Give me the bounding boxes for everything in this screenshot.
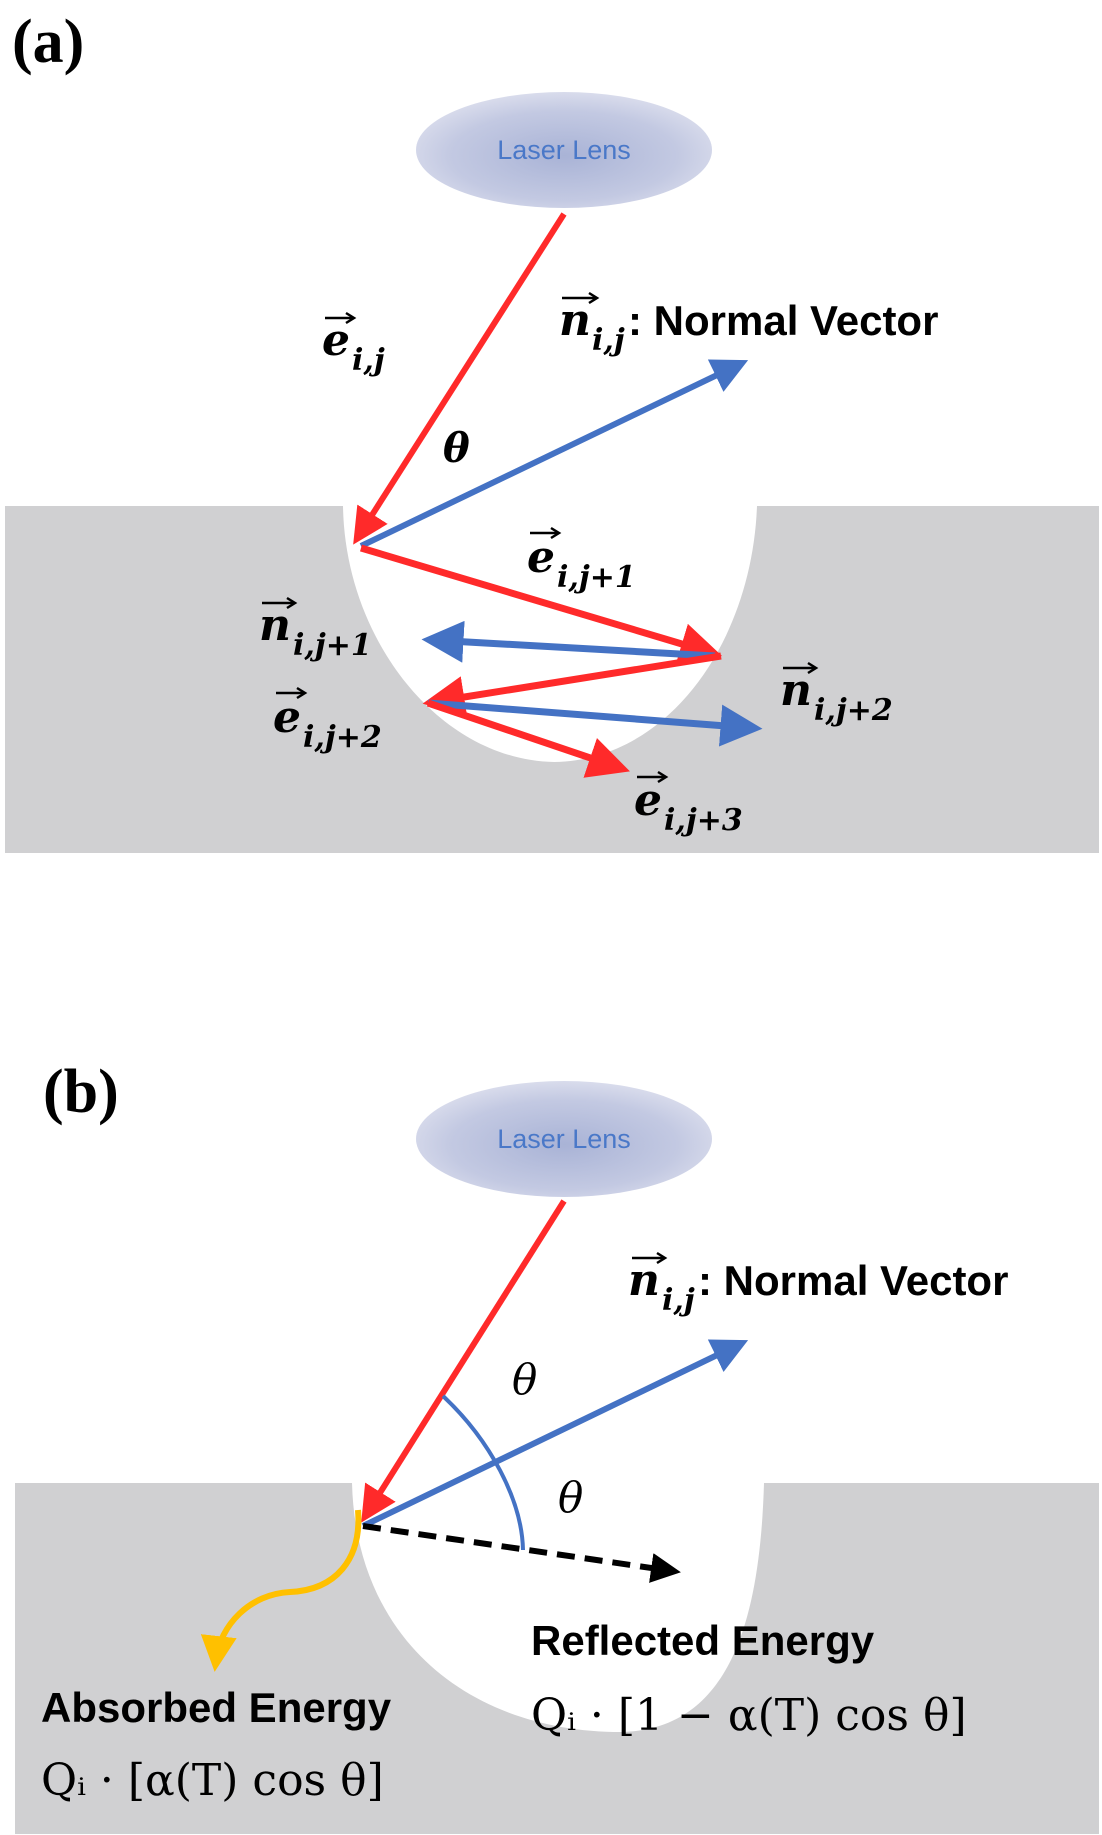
lens-label: Laser Lens <box>497 1124 631 1154</box>
normal-vector-n-ij1 <box>421 620 716 663</box>
lens-shape <box>416 92 712 208</box>
label-n-ij2: n i,j+2 <box>780 661 893 728</box>
absorbed-energy-arrow <box>200 1509 362 1672</box>
normal-vector-n-ij <box>359 359 749 549</box>
label-n-ij-b: n i,j : Normal Vector <box>628 1251 1008 1318</box>
substrate-a <box>5 506 1099 853</box>
vector-subscript: i,j <box>662 1283 695 1318</box>
vector-symbol: n <box>628 1255 660 1306</box>
vector-subscript: i,j <box>592 323 625 358</box>
normal-vector-n-ij2 <box>427 699 763 747</box>
vector-symbol: e <box>634 775 662 826</box>
absorbed-energy-title: Absorbed Energy <box>41 1684 392 1731</box>
panel-b: (b) Laser Lens θ θ n i,j : Normal Vector… <box>15 1058 1099 1834</box>
vector-symbol: n <box>780 665 812 716</box>
vector-symbol: n <box>259 600 291 651</box>
label-n-ij: n i,j : Normal Vector <box>559 291 938 358</box>
vector-symbol: e <box>527 532 555 583</box>
vector-subscript: i,j+1 <box>557 560 636 595</box>
panel-b-label: (b) <box>43 1058 119 1126</box>
label-n-ij1: n i,j+1 <box>259 596 372 663</box>
normal-vector-caption: : Normal Vector <box>628 297 938 344</box>
vector-subscript: i,j+1 <box>293 628 372 663</box>
absorbed-energy-formula: Qᵢ · [α(T) cos θ] <box>41 1755 384 1806</box>
theta-a: θ <box>443 425 470 472</box>
ray-e-ij2 <box>422 652 722 718</box>
vector-subscript: i,j+2 <box>814 693 893 728</box>
lens-shape <box>416 1081 712 1197</box>
panel-a: (a) Laser Lens e i,j θ n <box>5 8 1099 853</box>
lens-label: Laser Lens <box>497 135 631 165</box>
vector-symbol: e <box>322 315 350 366</box>
normal-vector-caption: : Normal Vector <box>698 1257 1008 1304</box>
label-e-ij1: e i,j+1 <box>527 526 636 595</box>
label-e-ij2: e i,j+2 <box>273 686 382 755</box>
ray-e-ij1 <box>359 544 723 665</box>
angle-arc <box>441 1394 525 1551</box>
label-e-ij3: e i,j+3 <box>634 770 743 838</box>
vector-symbol: e <box>273 692 301 743</box>
vector-subscript: i,j+3 <box>664 803 743 838</box>
laser-lens-a: Laser Lens <box>416 92 712 208</box>
theta-upper: θ <box>512 1355 537 1404</box>
label-e-ij: e i,j <box>322 311 385 378</box>
laser-lens-b: Laser Lens <box>416 1081 712 1197</box>
reflected-ray <box>362 1523 681 1583</box>
vector-subscript: i,j <box>352 343 385 378</box>
reflected-energy-formula: Qᵢ · [1 − α(T) cos θ] <box>531 1690 967 1741</box>
panel-a-label: (a) <box>12 8 84 76</box>
ray-e-ij3 <box>426 699 630 778</box>
incident-ray <box>361 1199 567 1523</box>
substrate-b <box>15 1483 1099 1834</box>
reflected-energy-title: Reflected Energy <box>531 1617 875 1664</box>
incident-ray-e-ij <box>353 212 567 545</box>
normal-vector <box>361 1339 749 1529</box>
vector-subscript: i,j+2 <box>303 720 382 755</box>
vector-symbol: n <box>559 295 591 346</box>
theta-lower: θ <box>558 1473 583 1522</box>
